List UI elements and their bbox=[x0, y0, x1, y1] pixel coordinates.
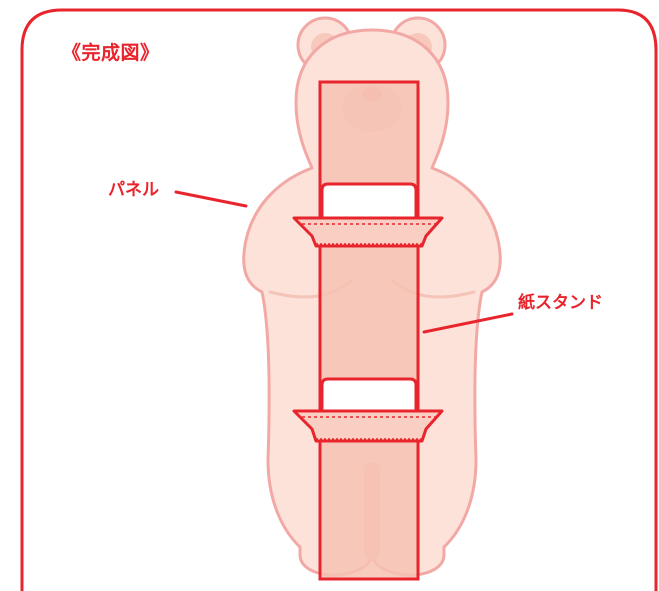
panel-leader-line bbox=[174, 190, 248, 208]
lower-tray-body bbox=[292, 409, 444, 443]
frame-border bbox=[20, 8, 658, 591]
upper-tray-body bbox=[292, 216, 444, 248]
paper-stand-label: 紙スタンド bbox=[518, 293, 603, 313]
lower-tray-back bbox=[320, 377, 418, 411]
lower-tray bbox=[292, 377, 444, 443]
stand-leader-line bbox=[422, 312, 514, 334]
paper-stand bbox=[292, 80, 444, 581]
stand-column bbox=[318, 80, 420, 581]
upper-tray-back bbox=[320, 182, 418, 218]
diagram-title: 《完成図》 bbox=[62, 42, 160, 64]
panel-label: パネル bbox=[108, 180, 159, 200]
upper-tray bbox=[292, 182, 444, 248]
